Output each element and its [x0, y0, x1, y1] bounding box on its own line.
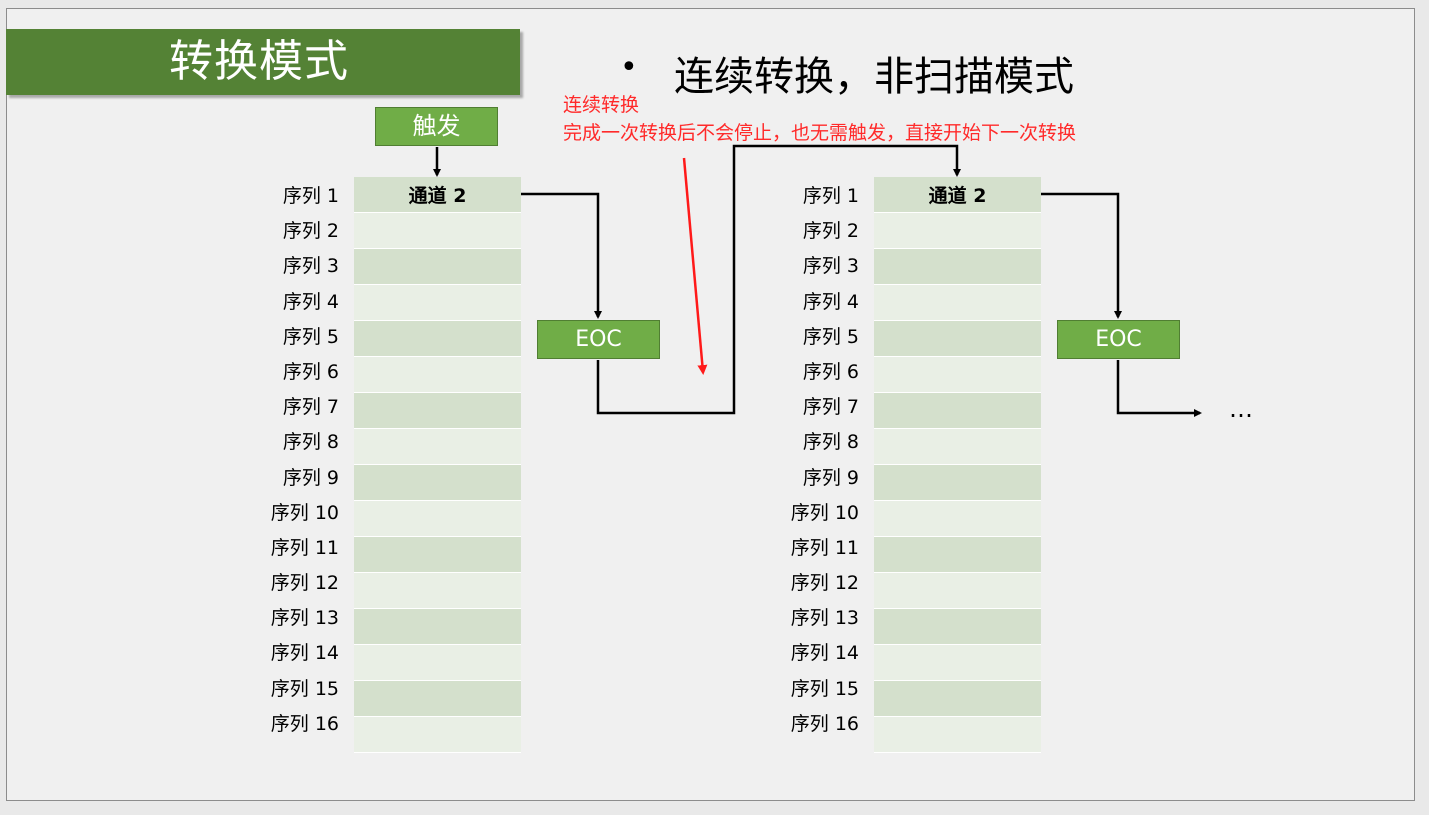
sequence-label: 序列 2	[282, 220, 339, 243]
sequence-table-left: 通道 2	[354, 177, 521, 753]
sequence-label: 序列 10	[270, 501, 339, 524]
note-description: 完成一次转换后不会停止，也无需触发，直接开始下一次转换	[563, 122, 1077, 144]
sequence-label: 序列 11	[270, 536, 339, 559]
table-cell	[354, 716, 521, 753]
eoc-to-next-conversion-arrow	[596, 144, 961, 415]
ellipsis: …	[1229, 395, 1253, 423]
table-cell	[354, 680, 521, 717]
table-to-eoc-arrow-right	[1041, 192, 1122, 319]
table-cell-channel: 通道 2	[354, 177, 521, 213]
sequence-label: 序列 7	[282, 396, 339, 419]
trigger-box: 触发	[375, 107, 498, 146]
table-cell	[874, 392, 1041, 429]
table-cell	[874, 212, 1041, 249]
table-to-eoc-arrow-left	[521, 192, 602, 319]
table-cell	[354, 428, 521, 465]
eoc-continue-arrow	[1116, 360, 1202, 417]
table-cell	[354, 284, 521, 321]
sequence-table-right: 通道 2	[874, 177, 1041, 753]
sequence-label: 序列 14	[270, 642, 339, 665]
sequence-label: 序列 6	[802, 360, 859, 383]
bullet-icon: •	[620, 50, 638, 85]
table-cell	[354, 536, 521, 573]
table-cell	[354, 248, 521, 285]
sequence-label: 序列 14	[790, 642, 859, 665]
sequence-label: 序列 13	[270, 607, 339, 630]
table-cell	[874, 248, 1041, 285]
sequence-label: 序列 8	[282, 431, 339, 454]
table-cell	[874, 500, 1041, 537]
sequence-label: 序列 13	[790, 607, 859, 630]
sequence-label: 序列 11	[790, 536, 859, 559]
bullet-heading: 连续转换，非扫描模式	[674, 54, 1074, 100]
sequence-label: 序列 9	[802, 466, 859, 489]
slide-title: 转换模式	[6, 29, 520, 95]
sequence-label: 序列 9	[282, 466, 339, 489]
sequence-label: 序列 3	[282, 255, 339, 278]
sequence-label: 序列 7	[802, 396, 859, 419]
sequence-label: 序列 4	[802, 290, 859, 313]
sequence-label: 序列 8	[802, 431, 859, 454]
table-cell	[354, 392, 521, 429]
table-cell	[874, 644, 1041, 681]
table-cell	[354, 644, 521, 681]
table-cell	[354, 212, 521, 249]
sequence-label: 序列 16	[790, 712, 859, 735]
sequence-label: 序列 1	[282, 185, 339, 207]
table-cell	[354, 320, 521, 357]
table-cell	[874, 608, 1041, 645]
sequence-label: 序列 15	[270, 677, 339, 700]
sequence-label: 序列 3	[802, 255, 859, 278]
sequence-label: 序列 5	[802, 325, 859, 348]
sequence-label: 序列 4	[282, 290, 339, 313]
table-cell	[874, 464, 1041, 501]
table-cell	[874, 716, 1041, 753]
table-cell	[874, 572, 1041, 609]
table-cell	[354, 572, 521, 609]
table-cell-channel: 通道 2	[874, 177, 1041, 213]
sequence-label: 序列 2	[802, 220, 859, 243]
eoc-box-right: EOC	[1057, 320, 1180, 359]
sequence-label: 序列 10	[790, 501, 859, 524]
sequence-label: 序列 12	[270, 572, 339, 595]
sequence-label: 序列 12	[790, 572, 859, 595]
table-cell	[874, 356, 1041, 393]
sequence-label: 序列 5	[282, 325, 339, 348]
table-cell	[354, 608, 521, 645]
note-pointer-arrow	[682, 157, 708, 375]
note-title: 连续转换	[563, 94, 640, 116]
table-cell	[874, 284, 1041, 321]
table-cell	[354, 356, 521, 393]
table-cell	[874, 536, 1041, 573]
table-cell	[874, 320, 1041, 357]
sequence-labels-right: 序列 1 序列 2 序列 3 序列 4 序列 5 序列 6 序列 7 序列 8 …	[779, 179, 859, 742]
sequence-label: 序列 15	[790, 677, 859, 700]
sequence-label: 序列 6	[282, 360, 339, 383]
table-cell	[354, 500, 521, 537]
sequence-labels-left: 序列 1 序列 2 序列 3 序列 4 序列 5 序列 6 序列 7 序列 8 …	[259, 179, 339, 742]
table-cell	[354, 464, 521, 501]
slide	[6, 8, 1415, 801]
table-cell	[874, 428, 1041, 465]
sequence-label: 序列 16	[270, 712, 339, 735]
sequence-label: 序列 1	[802, 185, 859, 207]
table-cell	[874, 680, 1041, 717]
eoc-box-left: EOC	[537, 320, 660, 359]
